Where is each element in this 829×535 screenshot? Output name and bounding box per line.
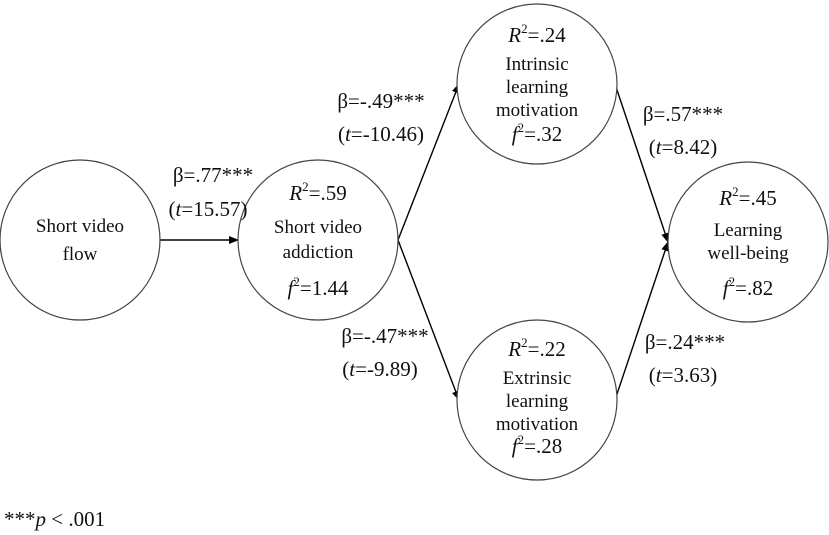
t-value-label: (t=-10.46)	[338, 122, 424, 146]
effect-size-label: f2=.28	[512, 432, 562, 458]
effect-size-label: f2=.32	[512, 120, 562, 146]
beta-label: β=.24***	[645, 330, 725, 354]
node-short-video-flow: Short video flow	[0, 159, 161, 321]
r-squared-label: R2=.22	[507, 335, 565, 361]
node-learning-well-being: R2=.45 Learning well-being f2=.82	[667, 161, 829, 323]
r-squared-label: R2=.45	[718, 184, 776, 210]
beta-label: β=-.49***	[337, 89, 424, 113]
node-label-line: flow	[63, 244, 98, 265]
node-label-line: Short video	[36, 216, 124, 237]
edge-addiction-to-intrinsic	[397, 83, 460, 241]
t-value-label: (t=3.63)	[649, 363, 717, 387]
node-label-line: motivation	[496, 414, 579, 435]
path-label-extrinsic-wellbeing: β=.24*** (t=3.63)	[645, 330, 725, 387]
path-label-intrinsic-wellbeing: β=.57*** (t=8.42)	[643, 102, 723, 159]
node-label-line: learning	[506, 77, 569, 98]
node-label-line: well-being	[707, 243, 789, 264]
node-intrinsic-learning-motivation: R2=.24 Intrinsic learning motivation f2=…	[456, 3, 618, 165]
node-label-line: Extrinsic	[503, 368, 572, 389]
node-extrinsic-learning-motivation: R2=.22 Extrinsic learning motivation f2=…	[456, 319, 618, 481]
edge-addiction-to-extrinsic	[397, 239, 460, 401]
beta-label: β=.57***	[643, 102, 723, 126]
path-label-addiction-extrinsic: β=-.47*** (t=-9.89)	[341, 324, 428, 381]
node-label-line: learning	[506, 391, 569, 412]
path-label-addiction-intrinsic: β=-.49*** (t=-10.46)	[337, 89, 424, 146]
t-value-label: (t=8.42)	[649, 135, 717, 159]
node-short-video-addiction: R2=.59 Short video addiction f2=1.44	[237, 159, 399, 321]
t-value-label: (t=-9.89)	[342, 357, 417, 381]
path-label-flow-addiction: β=.77*** (t=15.57)	[169, 163, 254, 221]
effect-size-label: f2=1.44	[288, 274, 349, 300]
r-squared-label: R2=.59	[288, 179, 346, 205]
beta-label: β=.77***	[173, 163, 253, 187]
node-label-line: Learning	[714, 220, 783, 241]
edge-extrinsic-to-wellbeing	[614, 241, 669, 401]
t-value-label: (t=15.57)	[169, 197, 248, 221]
r-squared-label: R2=.24	[507, 21, 566, 47]
significance-footnote: ***p < .001	[4, 507, 105, 531]
node-label-line: motivation	[496, 100, 579, 121]
edge-intrinsic-to-wellbeing	[614, 83, 669, 243]
node-label-line: addiction	[283, 242, 354, 263]
beta-label: β=-.47***	[341, 324, 428, 348]
effect-size-label: f2=.82	[723, 274, 773, 300]
node-label-line: Intrinsic	[505, 54, 568, 75]
node-label-line: Short video	[274, 217, 362, 238]
